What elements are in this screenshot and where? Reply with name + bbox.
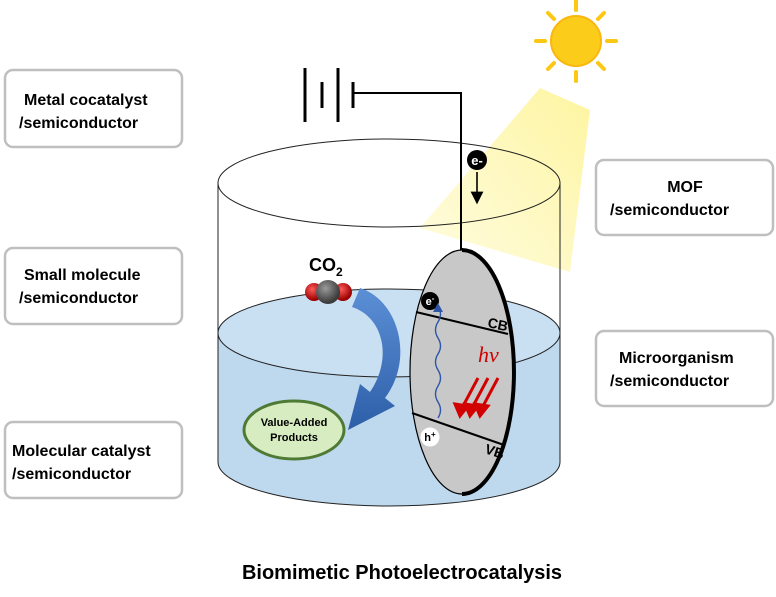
vb-band-line [411, 412, 505, 446]
battery-icon [303, 68, 355, 122]
vb-label: VB [483, 441, 506, 462]
svg-text:/semiconductor: /semiconductor [19, 290, 138, 307]
wire-electron-icon [467, 150, 487, 170]
excitation-arrow-head [433, 303, 443, 312]
cb-electron-icon [421, 292, 439, 310]
co2-molecule-icon [305, 280, 352, 304]
conversion-arrow [348, 288, 401, 430]
svg-text:Small molecule: Small molecule [24, 267, 141, 284]
svg-text:/semiconductor: /semiconductor [610, 373, 729, 390]
products-ellipse [242, 399, 346, 461]
photon-label: hν [478, 342, 499, 367]
svg-text:MOF: MOF [667, 179, 703, 196]
mof-box: MOF /semiconductor [594, 158, 775, 237]
svg-text:Metal cocatalyst: Metal cocatalyst [24, 92, 148, 109]
small-molecule-box: Small molecule /semiconductor [3, 246, 184, 326]
svg-text:/semiconductor: /semiconductor [610, 202, 729, 219]
svg-text:/semiconductor: /semiconductor [19, 115, 138, 132]
excitation-wave [434, 305, 442, 419]
co2-label: CO2 [309, 255, 343, 279]
vb-hole-icon [420, 427, 440, 447]
light-beam [420, 88, 590, 272]
molecular-catalyst-box: Molecular catalyst /semiconductor [3, 420, 184, 500]
svg-text:Microorganism: Microorganism [619, 350, 734, 367]
photon-arrows [452, 377, 500, 419]
wire-electron-label: e- [471, 153, 483, 168]
products-label-line2: Products [270, 432, 318, 444]
cb-band-line [415, 311, 509, 335]
cb-label: CB [486, 314, 509, 334]
products-label-line1: Value-Added [261, 417, 328, 429]
microorganism-box: Microorganism /semiconductor [594, 329, 775, 408]
cb-electron-label: e- [426, 294, 435, 308]
beaker [217, 138, 561, 507]
external-wire [353, 92, 462, 262]
metal-cocatalyst-box: Metal cocatalyst /semiconductor [3, 68, 184, 149]
diagram-title: Biomimetic Photoelectrocatalysis [242, 562, 562, 584]
sun-icon [534, 0, 618, 83]
vb-hole-label: h+ [424, 430, 436, 444]
svg-text:Molecular catalyst: Molecular catalyst [12, 443, 151, 460]
svg-text:/semiconductor: /semiconductor [12, 466, 131, 483]
